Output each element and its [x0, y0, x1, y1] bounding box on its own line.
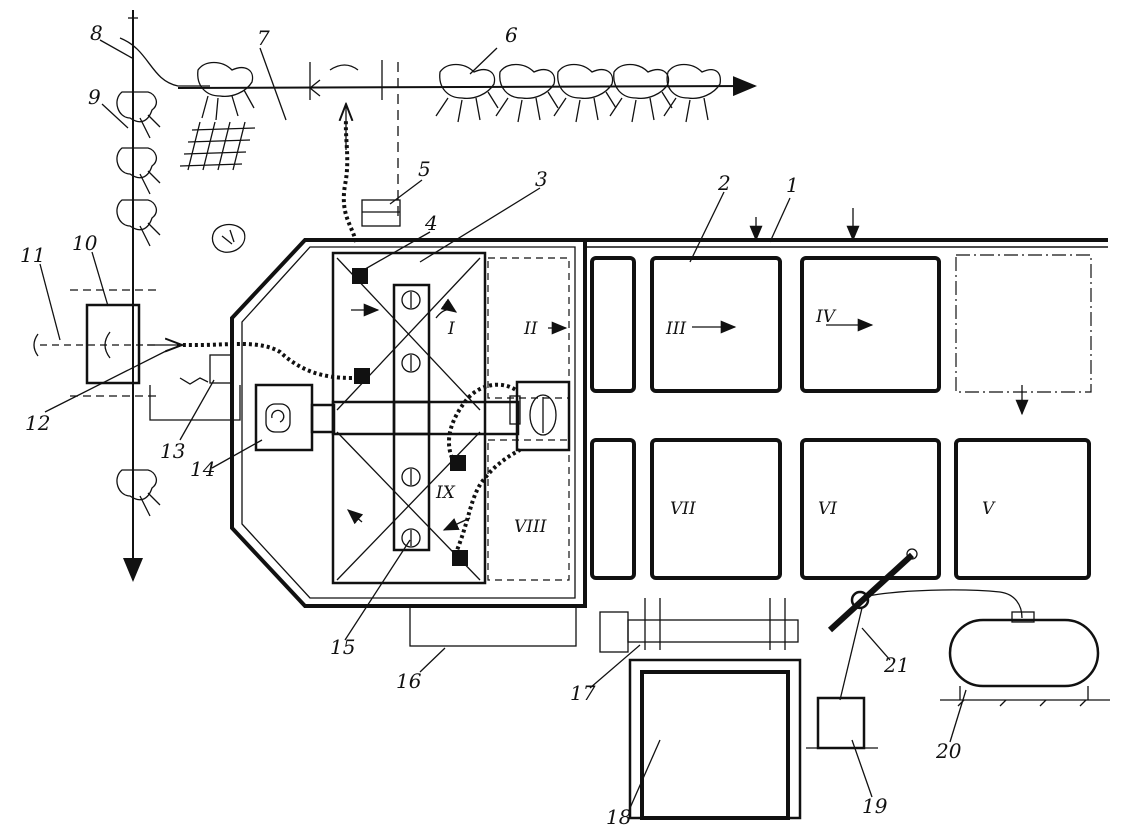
number-labels: 1 2 3 4 5 6 7 8 9 10 11 12 13 14 15 16 1… [20, 21, 962, 829]
hydraulic-unit [509, 380, 571, 452]
nozzle-icon [354, 368, 370, 384]
carcass-icon [116, 199, 161, 247]
robot-grips [401, 290, 421, 548]
grip-icon [401, 290, 421, 310]
section-I: I [447, 319, 455, 339]
nozzle-icon [352, 268, 368, 284]
spray-nozzles [352, 268, 468, 566]
label-7: 7 [257, 26, 270, 50]
label-8: 8 [90, 21, 103, 45]
label-18: 18 [606, 805, 631, 829]
label-17: 17 [570, 681, 596, 705]
mesh-grid [179, 121, 256, 171]
nozzle-icon [450, 455, 466, 471]
label-1: 1 [786, 173, 799, 197]
animal-head-icon [211, 223, 246, 253]
label-2: 2 [717, 171, 731, 195]
section-V: V [982, 499, 996, 519]
spray-equipment [806, 548, 1110, 750]
storage-cells [590, 254, 1092, 580]
label-11: 11 [20, 243, 45, 267]
label-5: 5 [418, 157, 431, 181]
building-outline [230, 238, 1108, 608]
label-9: 9 [88, 85, 101, 109]
label-19: 19 [862, 794, 888, 818]
carcass-icon [609, 63, 673, 123]
chamber-arrows [347, 298, 471, 531]
carcass-icon [553, 63, 617, 123]
hoses [175, 104, 521, 556]
label-16: 16 [396, 669, 422, 693]
section-III: III [665, 319, 686, 339]
label-3: 3 [535, 167, 548, 191]
carcass-icon [495, 63, 559, 123]
dashed-sections [487, 257, 570, 581]
section-IX: IX [435, 483, 456, 503]
label-12: 12 [25, 411, 50, 435]
main-chamber [310, 251, 520, 585]
section-labels: I II III IV V VI VII VIII IX [435, 307, 996, 537]
label-15: 15 [330, 635, 355, 659]
section-VI: VI [818, 499, 837, 519]
label-14: 14 [190, 457, 215, 481]
label-20: 20 [935, 739, 962, 763]
section-II: II [523, 319, 538, 339]
washer-station [33, 289, 241, 421]
loading-bay [599, 598, 802, 820]
carcass-icon [116, 469, 161, 517]
carcass-icon [435, 63, 499, 123]
grip-icon [401, 353, 421, 373]
grip-icon [401, 528, 421, 548]
leader-lines [39, 39, 967, 809]
carcass-icon [116, 91, 161, 139]
top-conveyor [177, 60, 757, 227]
label-6: 6 [505, 23, 518, 47]
label-10: 10 [72, 231, 98, 255]
carcass-icon [197, 61, 255, 121]
label-13: 13 [160, 439, 185, 463]
carcass-icon [663, 63, 721, 123]
label-21: 21 [883, 653, 909, 677]
control-box-14 [254, 383, 314, 452]
section-VIII: VIII [514, 517, 547, 537]
label-4: 4 [424, 211, 438, 235]
cell-arrows [548, 208, 1029, 416]
pit-16 [409, 605, 577, 647]
grip-icon [401, 467, 421, 487]
carcass-icon [116, 147, 161, 195]
section-IV: IV [815, 307, 837, 327]
left-conveyor [116, 10, 256, 582]
section-VII: VII [670, 499, 696, 519]
